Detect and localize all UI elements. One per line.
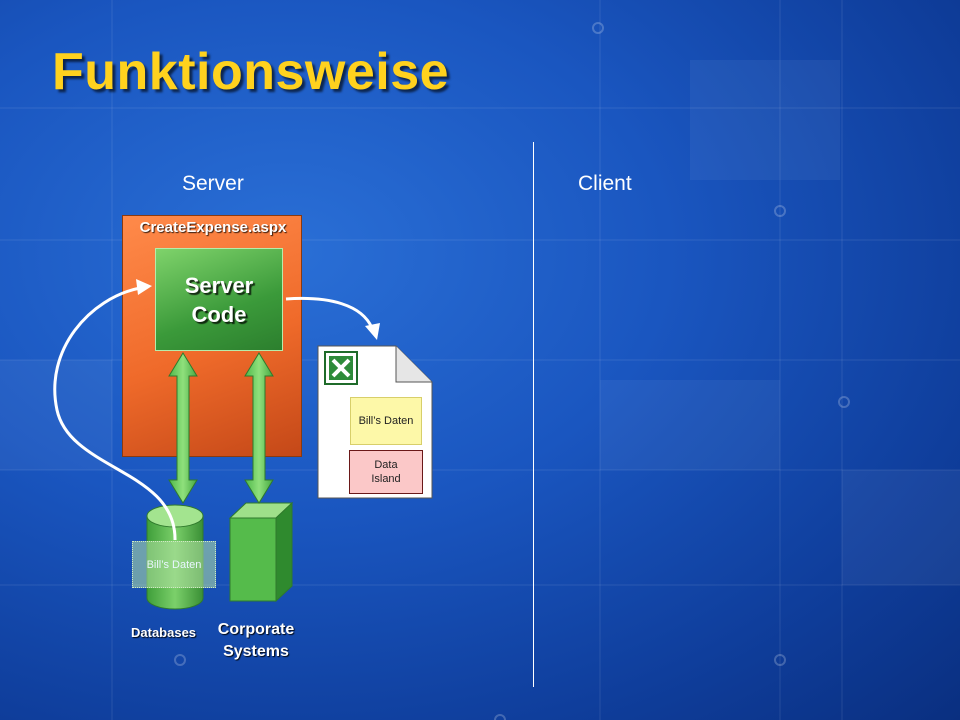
client-column-label: Client xyxy=(578,172,632,195)
double-arrow-server-to-database xyxy=(168,352,198,504)
server-code-box: Server Code xyxy=(155,248,283,351)
server-code-label: Server Code xyxy=(185,271,254,329)
corporate-systems-label: Corporate Systems xyxy=(207,619,305,663)
data-island-line1: Data xyxy=(374,459,398,471)
excel-icon xyxy=(324,351,358,385)
aspx-file-label: CreateExpense.aspx xyxy=(139,219,287,236)
corporate-systems-line2: Systems xyxy=(223,643,289,660)
server-code-line2: Code xyxy=(191,302,247,327)
curved-arrow-database-to-server xyxy=(53,279,177,541)
data-island-box: Data Island xyxy=(349,450,423,494)
data-island-label: Data Island xyxy=(371,458,400,486)
double-arrow-server-to-corporate xyxy=(244,352,274,504)
corporate-systems-box xyxy=(228,501,294,603)
server-code-line1: Server xyxy=(184,273,254,298)
document-bills-data: Bill’s Daten xyxy=(350,397,422,445)
data-island-line2: Island xyxy=(371,473,401,485)
database-bills-data: Bill’s Daten xyxy=(132,541,216,588)
server-client-divider xyxy=(533,142,534,687)
curved-arrow-server-to-document xyxy=(285,296,380,340)
slide-title: Funktionsweise xyxy=(52,43,450,101)
databases-label: Databases xyxy=(131,625,197,640)
server-column-label: Server xyxy=(182,172,244,195)
corporate-systems-line1: Corporate xyxy=(217,621,295,638)
